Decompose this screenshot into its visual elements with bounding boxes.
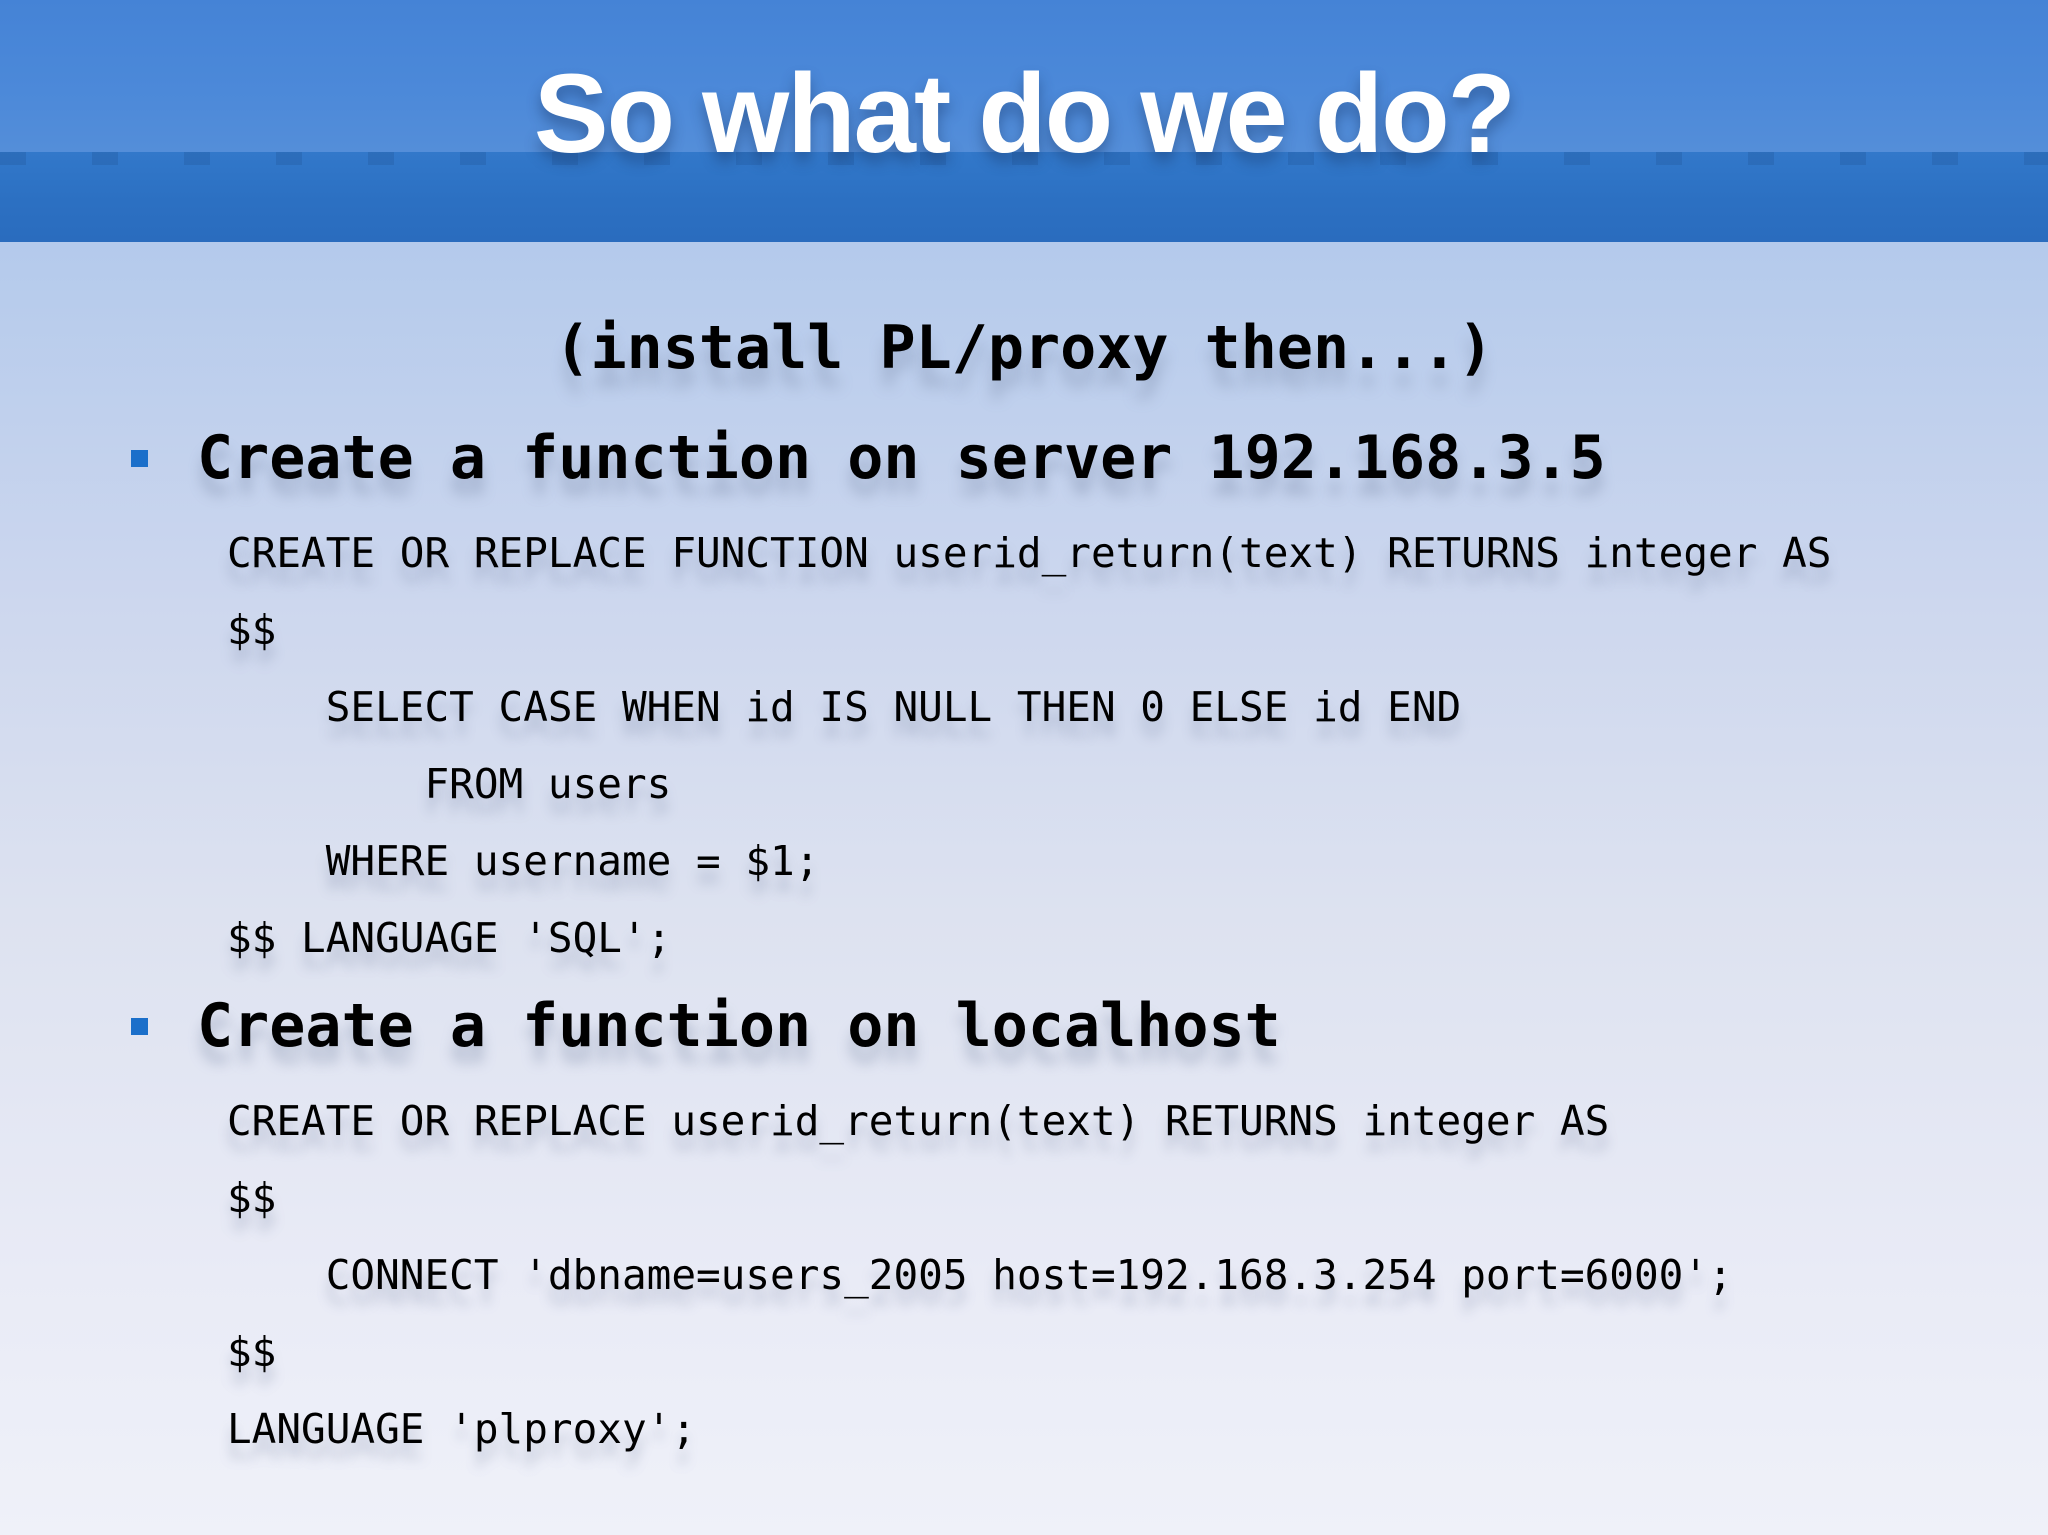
code-line: $$ xyxy=(227,1328,277,1376)
code-line: $$ xyxy=(227,1174,277,1222)
header-band-light xyxy=(0,0,2048,152)
bullet-square-icon xyxy=(131,449,148,467)
code-line: CONNECT 'dbname=users_2005 host=192.168.… xyxy=(227,1251,1733,1299)
code-line: WHERE username = $1; xyxy=(227,837,820,885)
bullet-square-icon xyxy=(131,1017,148,1035)
section-heading: Create a function on localhost xyxy=(197,991,1281,1061)
slide-header: So what do we do? xyxy=(0,0,2048,242)
code-line: FROM users xyxy=(227,760,672,808)
subtitle: (install PL/proxy then...) xyxy=(554,313,1494,383)
header-band-dark xyxy=(0,152,2048,242)
code-line: CREATE OR REPLACE FUNCTION userid_return… xyxy=(227,529,1832,577)
code-block-server: CREATE OR REPLACE FUNCTION userid_return… xyxy=(0,515,2048,977)
code-line: $$ xyxy=(227,606,277,654)
code-block-localhost: CREATE OR REPLACE userid_return(text) RE… xyxy=(0,1083,2048,1468)
code-line: SELECT CASE WHEN id IS NULL THEN 0 ELSE … xyxy=(227,683,1462,731)
bullet-heading-server: Create a function on server 192.168.3.5 xyxy=(0,422,2048,494)
code-line: $$ LANGUAGE 'SQL'; xyxy=(227,914,672,962)
section-localhost-function: Create a function on localhost CREATE OR… xyxy=(0,990,2048,1468)
slide-body: (install PL/proxy then...) Create a func… xyxy=(0,242,2048,1535)
bullet-heading-localhost: Create a function on localhost xyxy=(0,990,2048,1062)
code-line: LANGUAGE 'plproxy'; xyxy=(227,1405,696,1453)
slide-title: So what do we do? xyxy=(533,51,1516,176)
code-line: CREATE OR REPLACE userid_return(text) RE… xyxy=(227,1097,1610,1145)
section-server-function: Create a function on server 192.168.3.5 … xyxy=(0,422,2048,977)
section-heading: Create a function on server 192.168.3.5 xyxy=(197,423,1606,493)
